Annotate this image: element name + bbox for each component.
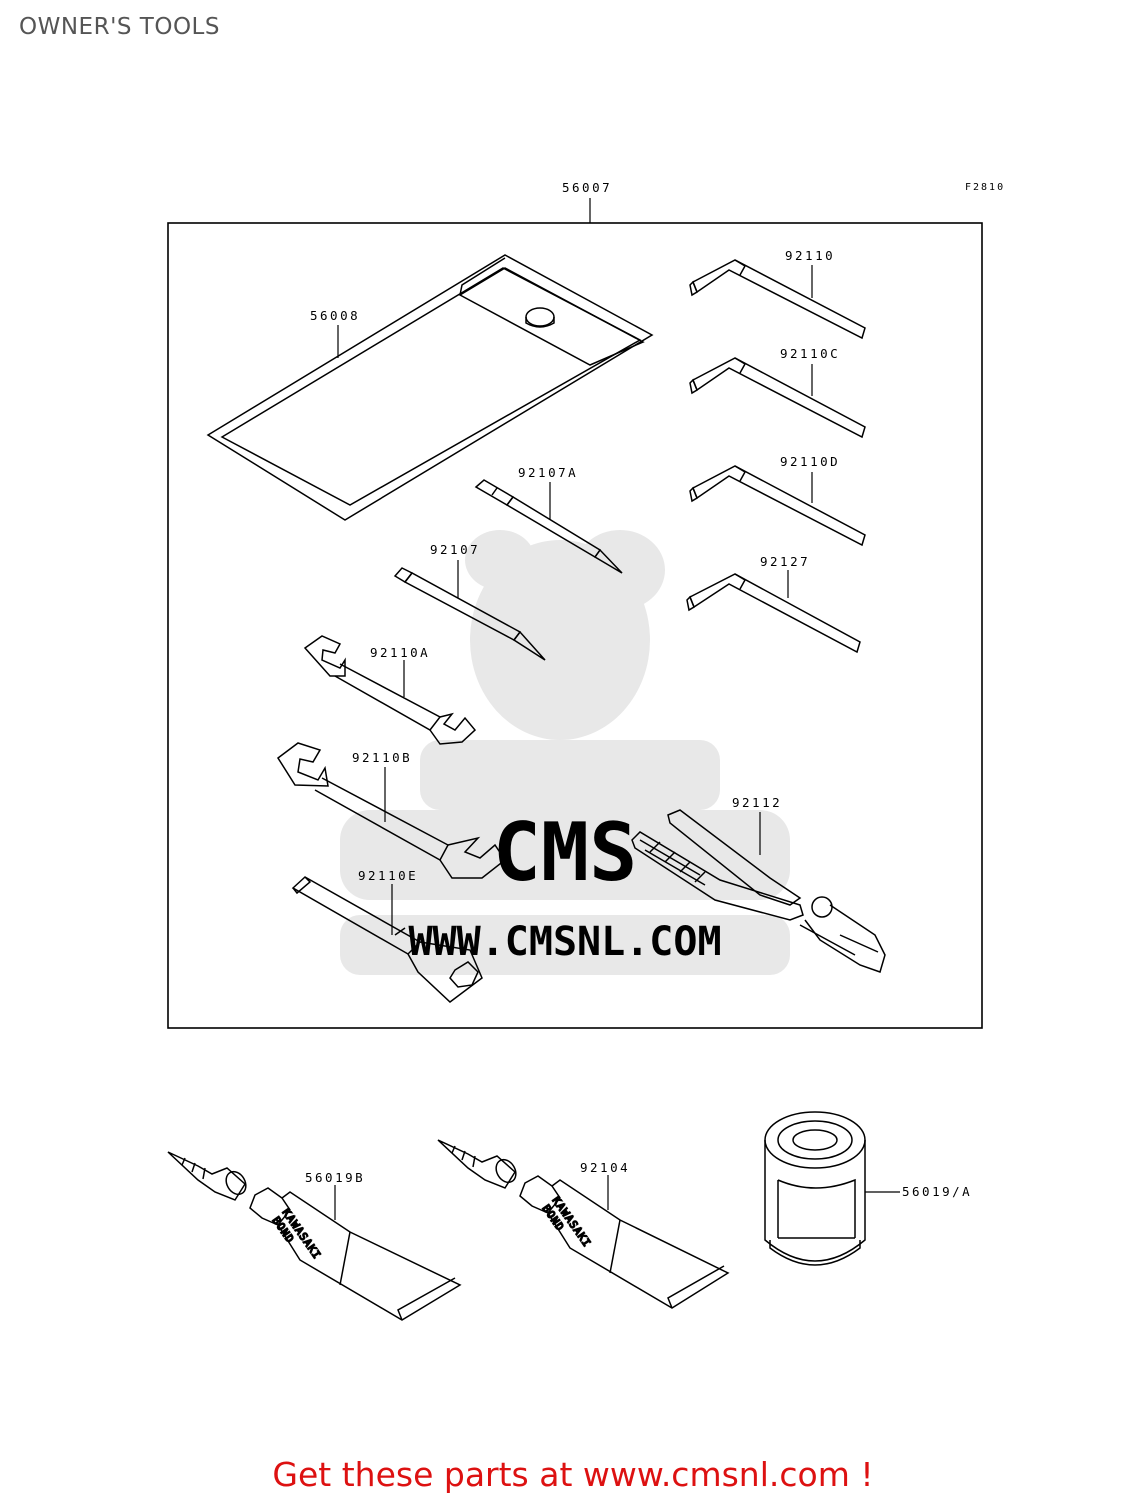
figure-id: F2810 [965,182,1005,193]
hex-key-92110 [689,259,866,340]
part-label-92110c[interactable]: 92110C [780,346,840,361]
page-title: OWNER'S TOOLS [19,14,220,40]
part-label-92110d[interactable]: 92110D [780,454,840,469]
grease-can-56019a [764,1111,866,1266]
watermark: CMS WWW.CMSNL.COM [340,530,790,975]
part-label-92112[interactable]: 92112 [732,795,782,810]
watermark-url: WWW.CMSNL.COM [408,919,721,965]
part-label-92107[interactable]: 92107 [430,542,480,557]
footer-link[interactable]: Get these parts at www.cmsnl.com ! [272,1455,874,1494]
hex-key-92110c [689,357,866,439]
hex-key-92110d [689,465,866,547]
part-label-56008[interactable]: 56008 [310,308,360,323]
screwdriver-92107a [474,479,623,574]
part-label-92107a[interactable]: 92107A [518,465,578,480]
hex-key-92127 [686,573,861,654]
part-label-92110e[interactable]: 92110E [358,868,418,883]
wrench-92110a [303,635,477,745]
pliers-92112 [631,809,886,973]
part-label-92127[interactable]: 92127 [760,554,810,569]
kit-frame: 56007 [167,180,983,1029]
part-label-92110a[interactable]: 92110A [370,645,430,660]
part-label-56019a[interactable]: 56019/A [902,1184,972,1199]
part-label-92104[interactable]: 92104 [580,1160,630,1175]
watermark-brand: CMS [493,806,638,899]
screwdriver-92107 [393,567,546,661]
part-label-56007[interactable]: 56007 [562,180,612,195]
tool-pouch-56008 [206,254,654,521]
part-label-56019b[interactable]: 56019B [305,1170,365,1185]
part-label-92110[interactable]: 92110 [785,248,835,263]
box-spanner-92110e [291,876,483,1003]
part-label-92110b[interactable]: 92110B [352,750,412,765]
